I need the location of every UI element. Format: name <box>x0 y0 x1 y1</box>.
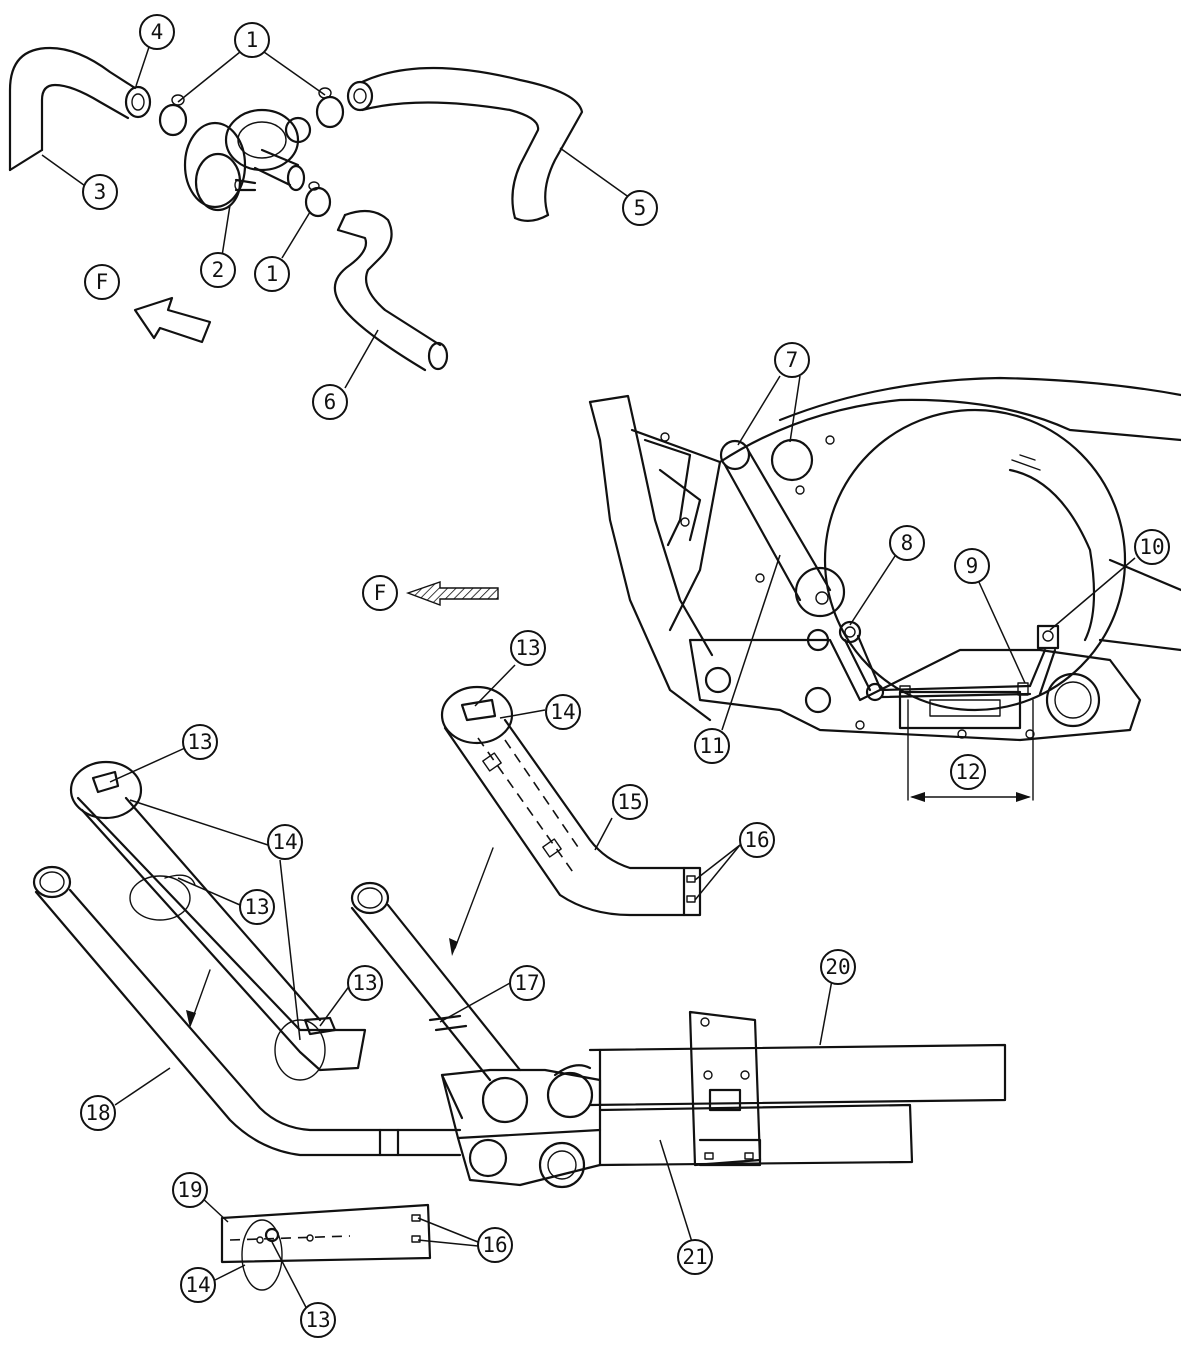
hose-6 <box>333 209 449 372</box>
callout-19: 19 <box>172 1172 208 1208</box>
callout-16b: 16 <box>477 1227 513 1263</box>
svg-text:20: 20 <box>825 955 850 979</box>
callout-21: 21 <box>677 1239 713 1275</box>
dimension-12 <box>907 699 1034 802</box>
svg-text:15: 15 <box>617 790 642 814</box>
svg-text:14: 14 <box>272 830 297 854</box>
svg-text:14: 14 <box>550 700 575 724</box>
callout-14b: 14 <box>267 824 303 860</box>
exhaust-pipe-18 <box>32 865 462 1157</box>
svg-text:16: 16 <box>482 1233 507 1257</box>
callout-13b: 13 <box>182 724 218 760</box>
arrow-down-left <box>186 969 211 1028</box>
svg-text:18: 18 <box>85 1101 110 1125</box>
svg-text:6: 6 <box>324 390 337 414</box>
front-arrow-2 <box>405 581 499 607</box>
callout-14a: 14 <box>545 694 581 730</box>
callout-17: 17 <box>509 965 545 1001</box>
junction-2 <box>183 108 312 212</box>
clamp-1a <box>158 94 188 137</box>
svg-text:1: 1 <box>266 262 279 286</box>
callout-4: 4 <box>139 14 175 50</box>
svg-text:7: 7 <box>786 348 799 372</box>
exhaust-pipe-17 <box>350 881 522 1082</box>
callout-13e: 13 <box>300 1302 336 1338</box>
muffler-21 <box>598 1103 914 1167</box>
heat-shield-19 <box>220 1203 432 1291</box>
callout-2: 2 <box>200 252 236 288</box>
svg-text:F: F <box>96 270 109 294</box>
callout-7: 7 <box>774 342 810 378</box>
svg-text:4: 4 <box>151 20 164 44</box>
svg-text:9: 9 <box>966 554 979 578</box>
svg-text:3: 3 <box>94 180 107 204</box>
engine-frame <box>588 376 1181 742</box>
callout-11: 11 <box>694 728 730 764</box>
hose-3 <box>8 46 152 172</box>
callout-1a: 1 <box>234 22 270 58</box>
svg-text:11: 11 <box>699 734 724 758</box>
svg-text:14: 14 <box>185 1273 210 1297</box>
callout-F2: F <box>362 575 398 611</box>
svg-text:17: 17 <box>514 971 539 995</box>
callout-1b: 1 <box>254 256 290 292</box>
svg-text:16: 16 <box>744 828 769 852</box>
svg-text:F: F <box>374 581 387 605</box>
svg-text:13: 13 <box>305 1308 330 1332</box>
svg-text:19: 19 <box>177 1178 202 1202</box>
svg-text:13: 13 <box>515 636 540 660</box>
callout-6: 6 <box>312 384 348 420</box>
svg-text:12: 12 <box>955 760 980 784</box>
svg-text:1: 1 <box>246 28 259 52</box>
callout-15: 15 <box>612 784 648 820</box>
svg-text:13: 13 <box>352 971 377 995</box>
heat-shield-upper-left <box>69 760 367 1081</box>
callout-8: 8 <box>889 525 925 561</box>
callout-13c: 13 <box>239 889 275 925</box>
callout-9: 9 <box>954 548 990 584</box>
callout-16a: 16 <box>739 822 775 858</box>
callout-10: 10 <box>1134 529 1170 565</box>
callout-12: 12 <box>950 754 986 790</box>
connecting-rod-11 <box>719 438 846 618</box>
svg-text:2: 2 <box>212 258 225 282</box>
muffler-20 <box>588 1010 1007 1167</box>
clamp-1b <box>315 87 345 129</box>
svg-text:21: 21 <box>682 1245 707 1269</box>
collector-box <box>440 1064 602 1189</box>
callout-5: 5 <box>622 190 658 226</box>
callout-20: 20 <box>820 949 856 985</box>
svg-text:10: 10 <box>1139 535 1164 559</box>
callout-3: 3 <box>82 174 118 210</box>
shift-linkage <box>838 620 1060 702</box>
callout-14c: 14 <box>180 1267 216 1303</box>
callout-13d: 13 <box>347 965 383 1001</box>
svg-text:5: 5 <box>634 196 647 220</box>
callout-13a: 13 <box>510 630 546 666</box>
svg-text:13: 13 <box>244 895 269 919</box>
svg-text:13: 13 <box>187 730 212 754</box>
arrow-15-to-17 <box>449 847 494 956</box>
hose-5 <box>346 66 584 222</box>
front-arrow-1 <box>133 296 212 344</box>
leader-lines <box>41 43 1136 1316</box>
clamp-1c <box>304 181 332 218</box>
callout-18: 18 <box>80 1095 116 1131</box>
callout-F1: F <box>84 264 120 300</box>
svg-text:8: 8 <box>901 531 914 555</box>
